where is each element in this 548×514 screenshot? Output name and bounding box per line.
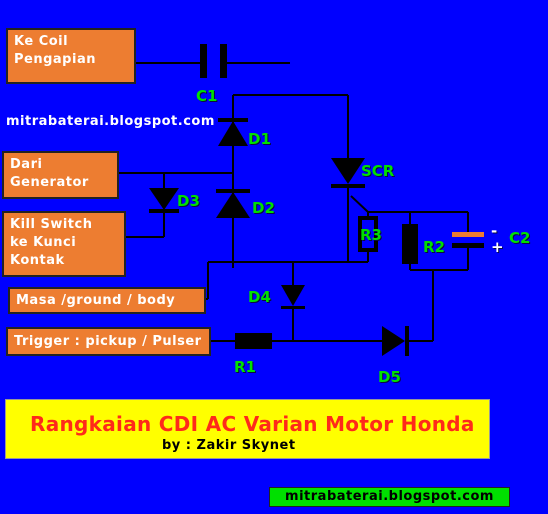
label-d3: D3 xyxy=(177,192,200,210)
box-trigger: Trigger : pickup / Pulser xyxy=(6,327,211,356)
diode-d3 xyxy=(149,188,179,213)
title-panel: Rangkaian CDI AC Varian Motor Honda by :… xyxy=(5,399,490,459)
thyristor-scr xyxy=(331,158,365,188)
diode-d4 xyxy=(281,285,305,309)
watermark-bottom: mitrabaterai.blogspot.com xyxy=(269,487,510,507)
label-r2: R2 xyxy=(423,238,445,256)
label-r3: R3 xyxy=(360,226,382,244)
label-c2-minus: - xyxy=(491,222,498,240)
label-c2: C2 xyxy=(509,229,531,247)
diode-d5 xyxy=(382,326,409,356)
box-masa: Masa /ground / body xyxy=(8,287,206,314)
resistor-r1 xyxy=(235,333,272,349)
author-byline: by : Zakir Skynet xyxy=(162,438,296,453)
label-c1: C1 xyxy=(196,87,218,105)
label-d1: D1 xyxy=(248,130,271,148)
diode-d2 xyxy=(216,189,250,218)
watermark-top: mitrabaterai.blogspot.com xyxy=(6,114,215,129)
capacitor-c1 xyxy=(200,44,227,78)
label-d2: D2 xyxy=(252,199,275,217)
diode-d1 xyxy=(218,118,248,146)
label-c2-plus: + xyxy=(491,238,504,256)
label-d4: D4 xyxy=(248,288,271,306)
resistor-r2 xyxy=(402,224,418,264)
label-d5: D5 xyxy=(378,368,401,386)
box-kill-switch: Kill Switch ke Kunci Kontak xyxy=(2,211,126,277)
box-dari-generator: Dari Generator xyxy=(2,151,119,199)
box-ke-coil: Ke Coil Pengapian xyxy=(6,28,136,84)
label-r1: R1 xyxy=(234,358,256,376)
label-scr: SCR xyxy=(361,162,395,180)
resistor-r3 xyxy=(358,216,378,252)
wire-scr-gate xyxy=(350,195,369,213)
diagram-title: Rangkaian CDI AC Varian Motor Honda xyxy=(30,412,475,436)
capacitor-c2 xyxy=(452,232,484,248)
